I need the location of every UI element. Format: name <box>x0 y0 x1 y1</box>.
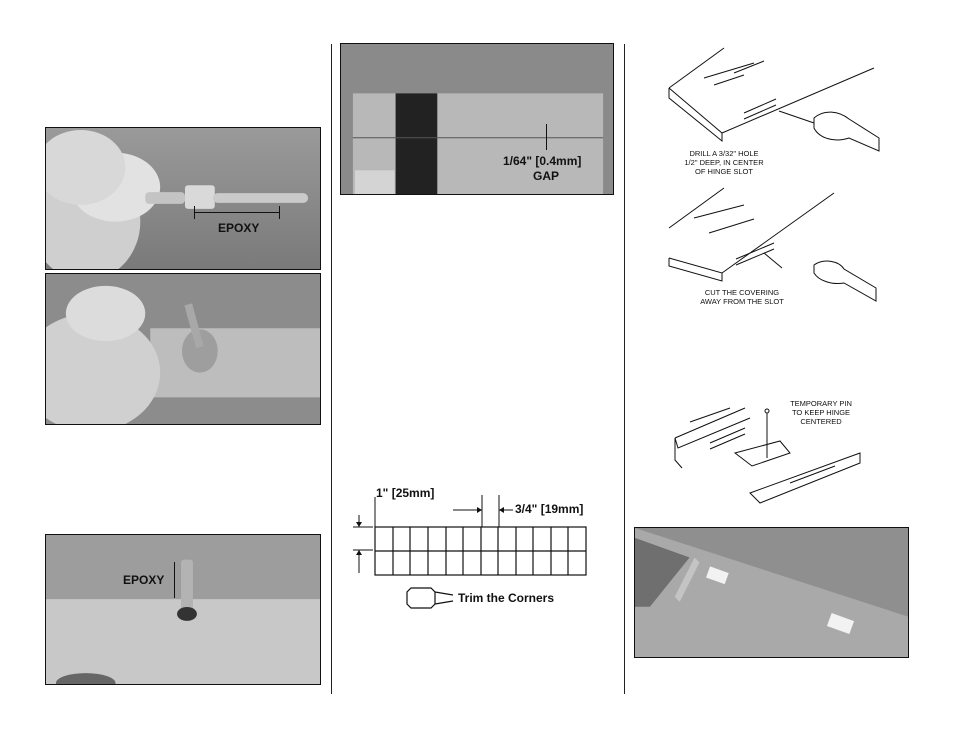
trim-corners-label: Trim the Corners <box>458 591 554 605</box>
drill-caption-line-2: 1/2" DEEP, IN CENTER <box>665 158 783 167</box>
pin-caption-line-3: CENTERED <box>775 417 867 426</box>
gap-label-size: 1/64" [0.4mm] <box>503 154 581 168</box>
epoxy-dimension-line <box>194 212 279 213</box>
gap-arrow <box>546 124 547 150</box>
cut-caption-line-2: AWAY FROM THE SLOT <box>683 297 801 306</box>
epoxy-dimension-tick-right <box>279 206 280 219</box>
photo-pinned-hinges <box>634 527 909 658</box>
pin-caption-line-2: TO KEEP HINGE <box>775 408 867 417</box>
epoxy-closeup-dimension <box>174 562 175 598</box>
drill-caption: DRILL A 3/32" HOLE 1/2" DEEP, IN CENTER … <box>665 149 783 176</box>
photo-hinge-insert <box>45 273 321 425</box>
cut-caption: CUT THE COVERING AWAY FROM THE SLOT <box>683 288 801 306</box>
cut-caption-line-1: CUT THE COVERING <box>683 288 801 297</box>
epoxy-dimension-tick-left <box>194 206 195 219</box>
photo-hinge-gap: 1/64" [0.4mm] GAP <box>340 43 614 195</box>
column-divider-right <box>624 44 625 694</box>
epoxy-closeup-label: EPOXY <box>123 573 164 587</box>
drill-caption-line-3: OF HINGE SLOT <box>665 167 783 176</box>
photo-epoxy-closeup: EPOXY <box>45 534 321 685</box>
photo-hinge-epoxy: EPOXY <box>45 127 321 270</box>
cut-covering-drawing <box>664 183 884 303</box>
epoxy-label: EPOXY <box>218 221 259 235</box>
pin-caption: TEMPORARY PIN TO KEEP HINGE CENTERED <box>775 399 867 426</box>
pin-caption-line-1: TEMPORARY PIN <box>775 399 867 408</box>
drill-hole-drawing <box>664 43 884 153</box>
drill-caption-line-1: DRILL A 3/32" HOLE <box>665 149 783 158</box>
gap-label-word: GAP <box>533 169 559 183</box>
column-divider-left <box>331 44 332 694</box>
